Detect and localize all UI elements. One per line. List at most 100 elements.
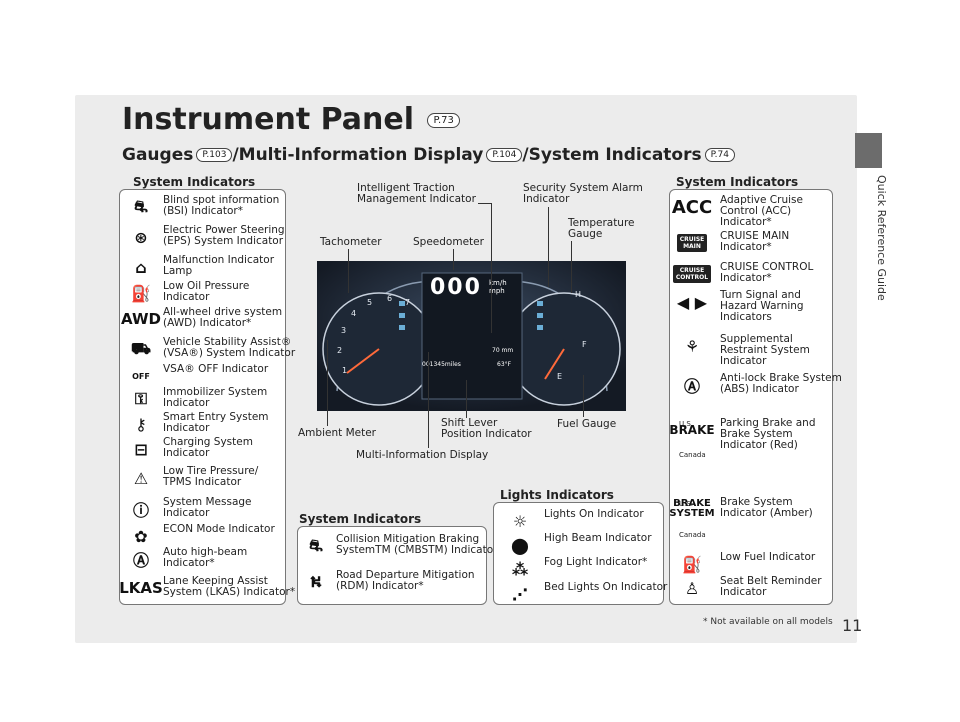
- auto-high-beam-icon: Ⓐ: [123, 547, 159, 571]
- indicator-label: Supplemental Restraint System Indicator: [720, 333, 810, 367]
- smart-entry-icon: ⚷: [123, 412, 159, 436]
- econ-icon: ✿: [123, 524, 159, 548]
- vsa-off-icon: OFF: [123, 364, 159, 388]
- indicator-item: BRAKE Parking Brake and Brake System Ind…: [669, 418, 815, 451]
- lights-panel: [493, 502, 664, 605]
- fuel-pump-icon-glyph: ⛽: [682, 554, 702, 574]
- indicator-label: Charging System Indicator: [163, 436, 253, 459]
- battery-icon-glyph: ⊟: [134, 439, 148, 459]
- lights-section-title: Lights Indicators: [500, 488, 614, 502]
- label-multi-information-display: Multi-Information Display: [356, 449, 489, 461]
- cmbs-icon-glyph: ⛐: [309, 535, 323, 555]
- oil-can-icon: ⛽: [123, 281, 159, 305]
- region-label: Canada: [679, 531, 706, 539]
- indicator-item: ⬤ High Beam Indicator: [500, 533, 652, 557]
- eps-icon: ⊛: [123, 225, 159, 249]
- srs-icon: ⚘: [672, 334, 712, 358]
- odometer-readout: 001345miles: [422, 361, 461, 368]
- cruise-control-icon: CRUISE CONTROL: [672, 262, 712, 286]
- indicator-item: AWD All-wheel drive system (AWD) Indicat…: [121, 307, 282, 331]
- indicator-item: ⛐ Blind spot information (BSI) Indicator…: [123, 195, 279, 219]
- rdm-icon-glyph: ⛕: [310, 571, 322, 591]
- page-ref-link[interactable]: P.73: [427, 113, 460, 128]
- indicator-label: CRUISE CONTROL Indicator*: [720, 261, 814, 284]
- indicator-item: ⛐ Collision Mitigation Braking SystemTM …: [300, 534, 503, 558]
- indicator-label: System Message Indicator: [163, 496, 252, 519]
- svg-text:5: 5: [367, 298, 372, 307]
- indicator-item: ⚘ Supplemental Restraint System Indicato…: [672, 334, 810, 367]
- seatbelt-icon-glyph: ♙: [684, 578, 700, 598]
- label-security-alarm: Security System Alarm Indicator: [523, 182, 643, 205]
- svg-text:7: 7: [405, 298, 410, 307]
- bsi-icon-glyph: ⛐: [134, 196, 148, 216]
- indicator-label: Seat Belt Reminder Indicator: [720, 575, 822, 598]
- label-speedometer: Speedometer: [413, 236, 484, 248]
- message-icon-glyph: ⓘ: [132, 501, 149, 520]
- indicator-label: Lane Keeping Assist System (LKAS) Indica…: [163, 575, 296, 598]
- section-tab: [855, 133, 882, 168]
- lights-on-icon-glyph: ☼: [512, 511, 528, 531]
- indicator-item: CRUISE CONTROL CRUISE CONTROL Indicator*: [672, 262, 813, 286]
- indicator-label: Fog Light Indicator*: [544, 556, 648, 568]
- seatbelt-icon: ♙: [672, 576, 712, 600]
- brake-system-text: BRAKE SYSTEM: [669, 498, 715, 519]
- indicator-item: ⛽ Low Oil Pressure Indicator: [123, 281, 249, 305]
- indicator-label: Blind spot information (BSI) Indicator*: [163, 194, 280, 217]
- range-readout: 70 mm: [492, 347, 514, 354]
- smart-entry-icon-glyph: ⚷: [135, 414, 147, 434]
- indicator-label: Brake System Indicator (Amber): [720, 496, 813, 519]
- tpms-icon: ⚠: [123, 466, 159, 490]
- indicator-item: ⛕ Road Departure Mitigation (RDM) Indica…: [300, 570, 475, 594]
- leader-line: [466, 380, 467, 418]
- indicator-label: Anti-lock Brake System (ABS) Indicator: [720, 372, 842, 395]
- indicator-item: ⌂ Malfunction Indicator Lamp: [123, 255, 274, 279]
- svg-text:3: 3: [341, 326, 346, 335]
- econ-icon-glyph: ✿: [134, 526, 148, 546]
- page-title: Instrument Panel P.73: [122, 102, 460, 137]
- awd-text: AWD: [121, 310, 161, 328]
- fog-light-icon-glyph: ⁂: [511, 559, 529, 579]
- leader-line: [348, 249, 349, 293]
- indicators-ref-link[interactable]: P.74: [704, 148, 735, 162]
- fog-light-icon: ⁂: [500, 557, 540, 581]
- gauges-ref-link[interactable]: P.103: [196, 148, 233, 162]
- leader-line: [327, 340, 328, 426]
- indicator-item: ACC Adaptive Cruise Control (ACC) Indica…: [672, 195, 803, 228]
- brake-text: BRAKE: [669, 423, 715, 437]
- indicator-label: High Beam Indicator: [544, 532, 652, 544]
- indicator-item: ⚷ Smart Entry System Indicator: [123, 412, 268, 436]
- indicator-label: Road Departure Mitigation (RDM) Indicato…: [336, 569, 475, 592]
- indicator-label: Low Fuel Indicator: [720, 551, 816, 563]
- svg-text:1: 1: [342, 366, 347, 375]
- indicator-label: VSA® OFF Indicator: [163, 363, 269, 375]
- message-icon: ⓘ: [123, 497, 159, 521]
- indicator-item: ☼ Lights On Indicator: [500, 509, 644, 533]
- leader-line: [478, 203, 492, 204]
- bed-light-icon-glyph: ⋰: [512, 584, 528, 604]
- label-tachometer: Tachometer: [320, 236, 382, 248]
- leader-line: [491, 203, 492, 333]
- page-number: 11: [842, 616, 863, 635]
- indicator-item: OFF VSA® OFF Indicator: [123, 364, 268, 388]
- lights-on-icon: ☼: [500, 509, 540, 533]
- indicator-item: CRUISE MAIN CRUISE MAIN Indicator*: [672, 231, 789, 255]
- indicator-label: ECON Mode Indicator: [163, 523, 275, 535]
- mid-ref-link[interactable]: P.104: [486, 148, 523, 162]
- high-beam-icon: ⬤: [500, 533, 540, 557]
- brake-system-amber-icon: BRAKE SYSTEM: [669, 497, 715, 521]
- srs-icon-glyph: ⚘: [684, 336, 700, 356]
- indicator-item: ⋰ Bed Lights On Indicator: [500, 582, 667, 606]
- right-section-title: System Indicators: [676, 175, 799, 189]
- turn-signal-icon-glyph: ◀ ▶: [676, 292, 708, 312]
- svg-text:2: 2: [337, 346, 342, 355]
- cmbs-icon: ⛐: [300, 534, 332, 558]
- svg-text:H: H: [575, 290, 581, 299]
- indicator-item: ⊟ Charging System Indicator: [123, 437, 253, 461]
- speed-unit-mph: mph: [489, 287, 505, 295]
- label-fuel-gauge: Fuel Gauge: [557, 418, 617, 430]
- lkas-text: LKAS: [119, 579, 163, 597]
- indicator-item: BRAKE SYSTEM Brake System Indicator (Amb…: [669, 496, 813, 521]
- leader-line: [571, 241, 572, 293]
- indicator-label: Vehicle Stability Assist® (VSA®) System …: [163, 336, 296, 359]
